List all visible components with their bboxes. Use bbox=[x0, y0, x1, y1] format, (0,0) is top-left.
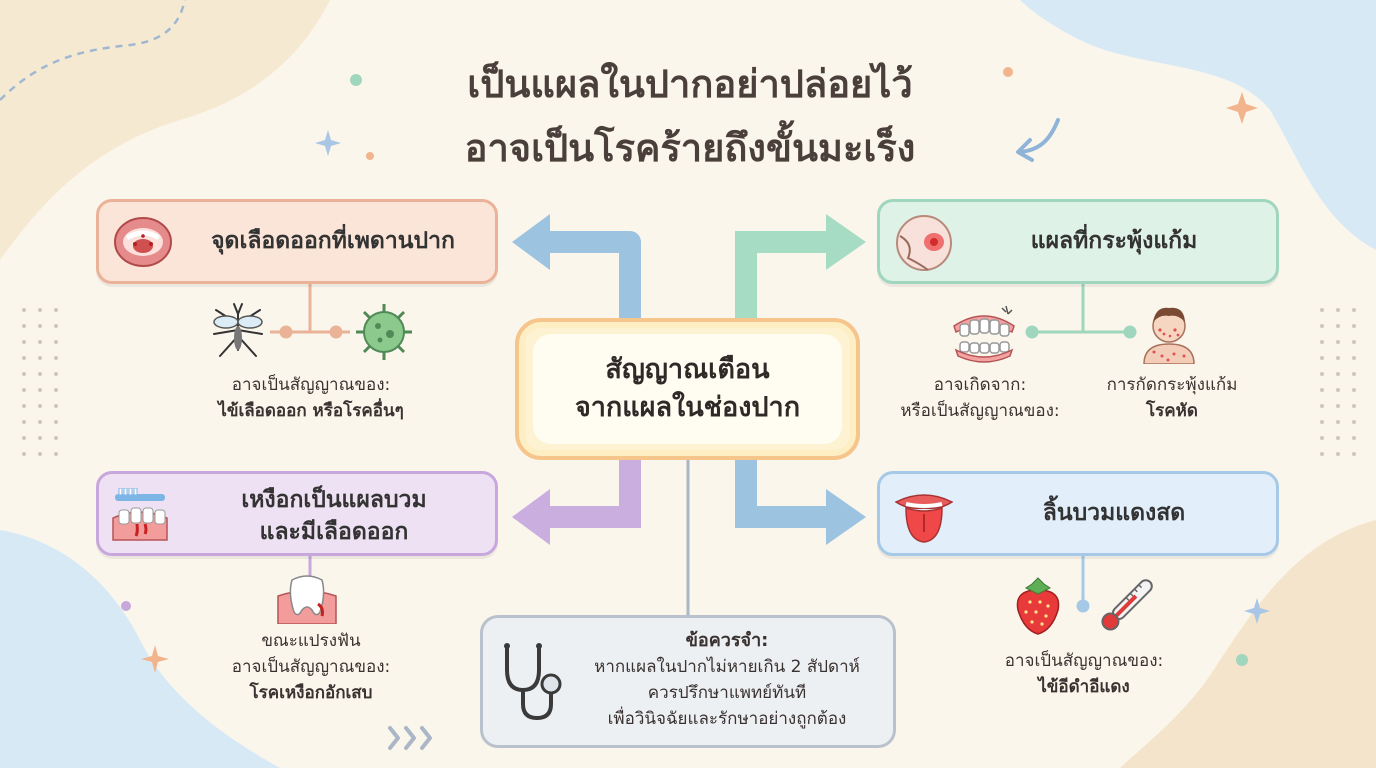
reminder-heading: ข้อควรจำ: bbox=[685, 630, 769, 651]
mosquito-icon bbox=[213, 303, 263, 357]
sparkle-icon bbox=[1226, 92, 1258, 124]
tongue-caption-line-1: อาจเป็นสัญญาณของ: bbox=[1004, 651, 1164, 671]
connector-palate bbox=[270, 284, 350, 339]
center-line-2: จากแผลในช่องปาก bbox=[574, 392, 801, 423]
gum-caption-line-1: ขณะแปรงฟัน bbox=[261, 631, 361, 651]
curved-arrow-icon bbox=[1018, 118, 1060, 154]
cheek-right-caption: การกัดกระพุ้งแก้ม โรคหัด bbox=[1082, 372, 1262, 424]
cheek-right-line-2: โรคหัด bbox=[1146, 401, 1198, 421]
mouth-palate-icon bbox=[114, 217, 172, 267]
palate-title: จุดเลือดออกที่เพดานปาก bbox=[211, 228, 455, 254]
gum-caption-line-3: โรคเหงือกอักเสบ bbox=[249, 683, 373, 703]
dot bbox=[1236, 654, 1248, 666]
tongue-caption: อาจเป็นสัญญาณของ: ไข้อีดำอีแดง bbox=[954, 648, 1214, 700]
title-line-1: เป็นแผลในปากอย่าปล่อยไว้ bbox=[467, 62, 913, 106]
blob-bottom-left bbox=[0, 530, 280, 768]
measles-child-icon bbox=[1143, 307, 1195, 364]
dot bbox=[350, 74, 362, 86]
title-line-2: อาจเป็นโรคร้ายถึงขั้นมะเร็ง bbox=[464, 126, 916, 170]
blob-bottom-right bbox=[1120, 520, 1376, 768]
gum-title-line-1: เหงือกเป็นแผลบวม bbox=[241, 487, 427, 513]
tongue-caption-line-2: ไข้อีดำอีแดง bbox=[1038, 677, 1130, 697]
gum-title-line-2: และมีเลือดออก bbox=[259, 519, 409, 545]
dot-grid-right bbox=[1320, 308, 1356, 456]
dot bbox=[366, 152, 374, 160]
arrow-to-cheek bbox=[735, 214, 866, 318]
card-palate: จุดเลือดออกที่เพดานปาก bbox=[96, 199, 498, 284]
gum-caption-line-2: อาจเป็นสัญญาณของ: bbox=[231, 657, 391, 677]
sparkle-icon bbox=[141, 645, 169, 673]
gum-caption: ขณะแปรงฟัน อาจเป็นสัญญาณของ: โรคเหงือกอั… bbox=[180, 628, 442, 706]
cheek-left-line-1: อาจเกิดจาก: bbox=[933, 375, 1027, 395]
reminder-box: ข้อควรจำ: หากแผลในปากไม่หายเกิน 2 สัปดาห… bbox=[480, 615, 896, 748]
sparkle-icon bbox=[1244, 598, 1270, 624]
card-gum: เหงือกเป็นแผลบวม และมีเลือดออก bbox=[96, 471, 498, 556]
dot bbox=[121, 601, 131, 611]
palate-caption: อาจเป็นสัญญาณของ: ไข้เลือดออก หรือโรคอื่… bbox=[180, 372, 442, 424]
reminder-line-1: หากแผลในปากไม่หายเกิน 2 สัปดาห์ bbox=[594, 657, 860, 677]
center-line-1: สัญญาณเตือน bbox=[605, 354, 770, 385]
blob-top-right bbox=[1020, 0, 1376, 250]
cheek-left-caption: อาจเกิดจาก: หรือเป็นสัญญาณของ: bbox=[880, 372, 1080, 424]
center-box: สัญญาณเตือน จากแผลในช่องปาก bbox=[515, 318, 860, 460]
palate-caption-line-1: อาจเป็นสัญญาณของ: bbox=[231, 375, 391, 395]
denture-icon bbox=[953, 305, 1015, 363]
thermometer-icon bbox=[1101, 579, 1153, 631]
toothbrush-gum-icon bbox=[112, 488, 168, 541]
cheek-icon bbox=[896, 215, 952, 271]
strawberry-icon bbox=[1016, 577, 1060, 635]
arrow-to-gum bbox=[512, 460, 641, 545]
virus-icon bbox=[356, 304, 412, 360]
connector-tongue bbox=[1076, 556, 1090, 613]
sparkle-icon bbox=[315, 130, 341, 156]
blob-top-left bbox=[0, 0, 330, 260]
dashed-curve bbox=[0, 0, 187, 101]
chevrons-icon bbox=[388, 726, 432, 750]
card-tongue: ลิ้นบวมแดงสด bbox=[877, 471, 1279, 556]
reminder-line-3: เพื่อวินิจฉัยและรักษาอย่างถูกต้อง bbox=[607, 709, 847, 729]
palate-caption-line-2: ไข้เลือดออก หรือโรคอื่นๆ bbox=[218, 401, 404, 421]
tongue-icon bbox=[894, 494, 954, 543]
reminder-line-2: ควรปรึกษาแพทย์ทันที bbox=[647, 683, 807, 703]
gum-title: เหงือกเป็นแผลบวม และมีเลือดออก bbox=[179, 484, 489, 548]
arrow-to-palate bbox=[512, 214, 641, 318]
tooth-icon bbox=[277, 575, 337, 624]
dot-grid-left bbox=[22, 308, 58, 456]
cheek-left-line-2: หรือเป็นสัญญาณของ: bbox=[900, 401, 1060, 421]
cheek-title: แผลที่กระพุ้งแก้ม bbox=[1030, 228, 1198, 254]
page-title: เป็นแผลในปากอย่าปล่อยไว้ อาจเป็นโรคร้ายถ… bbox=[340, 52, 1040, 180]
stethoscope-icon bbox=[504, 643, 562, 721]
arrow-to-tongue bbox=[735, 460, 866, 545]
connector-cheek bbox=[1025, 284, 1137, 339]
card-cheek: แผลที่กระพุ้งแก้ม bbox=[877, 199, 1279, 284]
cheek-right-line-1: การกัดกระพุ้งแก้ม bbox=[1106, 375, 1238, 395]
tongue-title: ลิ้นบวมแดงสด bbox=[1042, 500, 1186, 526]
dot bbox=[1003, 67, 1013, 77]
